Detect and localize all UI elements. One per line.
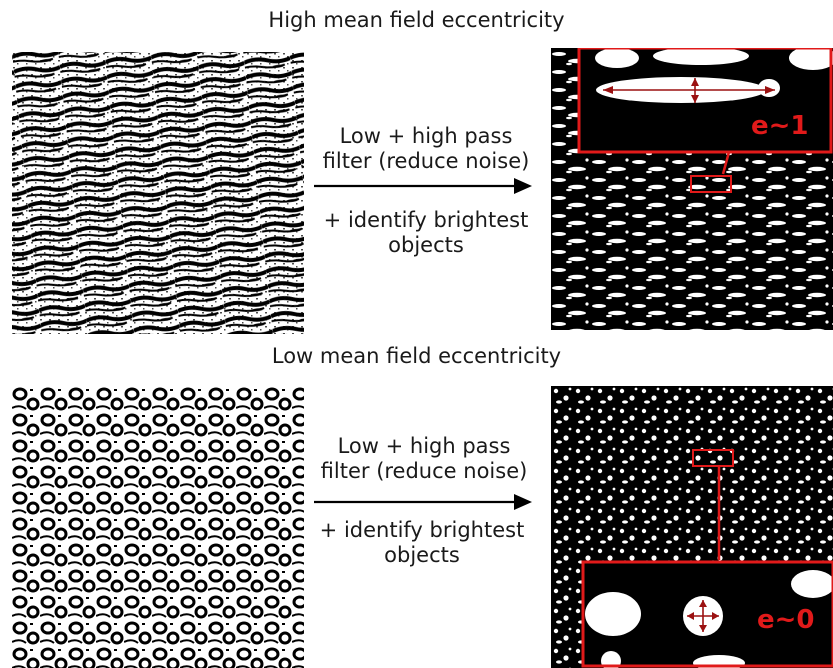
top-step-line1: Low + high pass <box>339 124 513 148</box>
bottom-step-line2: filter (reduce noise) <box>320 459 528 483</box>
right-arrow-icon <box>314 494 532 510</box>
top-step-line2: filter (reduce noise) <box>322 149 530 173</box>
bottom-step-line1: Low + high pass <box>337 434 511 458</box>
bottom-raw-texture <box>12 386 304 668</box>
top-raw-texture <box>12 52 304 334</box>
top-filtered-objects: e~1 <box>551 48 833 330</box>
bottom-zoom-label: e~0 <box>757 605 815 635</box>
right-arrow-icon <box>314 178 532 194</box>
bottom-step-text: Low + high pass filter (reduce noise) <box>310 434 538 484</box>
bottom-identify-line1: + identify brightest <box>319 518 525 542</box>
top-filtered-image: e~1 <box>551 48 833 330</box>
top-title: High mean field eccentricity <box>268 8 565 32</box>
top-step-text: Low + high pass filter (reduce noise) <box>312 124 540 174</box>
top-identify-line1: + identify brightest <box>323 208 529 232</box>
top-raw-image <box>12 52 304 334</box>
bottom-raw-image <box>12 386 304 668</box>
bottom-filtered-image: e~0 <box>551 386 833 668</box>
bottom-filtered-objects: e~0 <box>551 386 833 668</box>
bottom-identify-text: + identify brightest objects <box>304 518 540 568</box>
top-identify-text: + identify brightest objects <box>312 208 540 258</box>
bottom-identify-line2: objects <box>384 543 460 567</box>
top-identify-line2: objects <box>388 233 464 257</box>
top-zoom-label: e~1 <box>751 111 809 141</box>
bottom-title: Low mean field eccentricity <box>271 344 562 368</box>
